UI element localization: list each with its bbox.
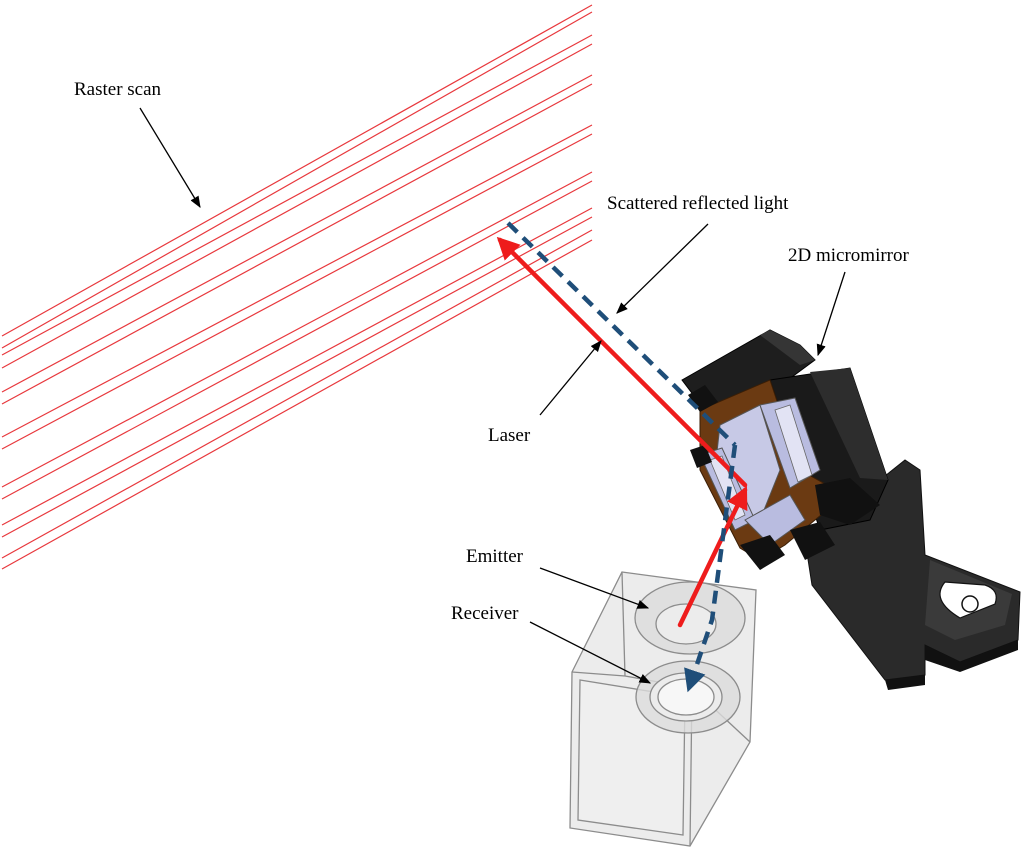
label-scattered-reflected-light: Scattered reflected light: [607, 193, 789, 214]
laser-pointer: [539, 340, 602, 416]
scattered-light-pointer: [616, 223, 709, 314]
label-micromirror: 2D micromirror: [788, 245, 910, 266]
raster-scan-lines: [1, 4, 593, 570]
label-receiver: Receiver: [451, 603, 519, 624]
sensor-housing: [569, 571, 757, 847]
label-raster-scan: Raster scan: [74, 79, 162, 100]
label-laser: Laser: [488, 425, 531, 446]
laser-beam: [496, 236, 748, 628]
emitter-pointer: [539, 567, 650, 609]
label-emitter: Emitter: [466, 546, 524, 567]
annotation-arrows: [139, 107, 846, 684]
receiver-pointer: [529, 621, 652, 684]
raster-scan-pointer: [139, 107, 201, 209]
micromirror-assembly: [681, 329, 1021, 690]
micromirror-pointer: [816, 271, 846, 357]
scattered-light-beam: [506, 221, 738, 693]
